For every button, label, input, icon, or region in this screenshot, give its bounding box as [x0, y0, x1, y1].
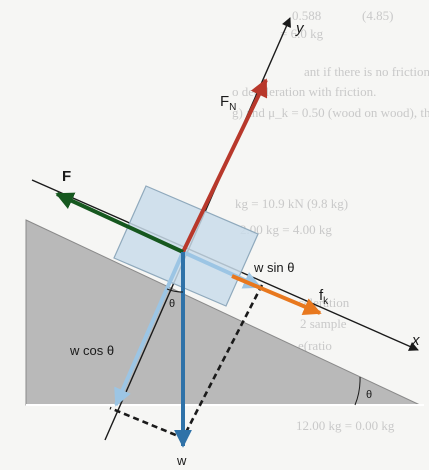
- applied-force-vector: [55, 192, 184, 254]
- bg-text-8: 2.00 kg = 4.00 kg: [240, 222, 332, 237]
- friction-label: fk: [319, 287, 329, 307]
- bg-text-11: e(ratio: [298, 338, 332, 353]
- friction-force-vector: [231, 274, 322, 316]
- bg-text-1: 0.588: [292, 8, 322, 23]
- weight-label: w: [176, 453, 187, 468]
- perpendicular-component-label: w cos θ: [69, 343, 114, 358]
- y-axis-label: y: [295, 20, 305, 37]
- bg-text-3: = 6.0 kg: [280, 26, 324, 41]
- bg-text-10: 2 sample: [300, 316, 347, 331]
- normal-force-vector: [181, 78, 268, 253]
- bg-text-5: o deceleration with friction.: [232, 84, 377, 99]
- x-axis-label: x: [411, 332, 420, 349]
- perpendicular-component-vector: [114, 251, 185, 407]
- bg-text-2: (4.85): [362, 8, 394, 23]
- bg-text-7: kg = 10.9 kN (9.8 kg): [235, 196, 349, 211]
- bg-text-4: ant if there is no friction, a_x = 0 and…: [304, 64, 429, 79]
- bg-text-12: 12.00 kg = 0.00 kg: [296, 418, 395, 433]
- incline-angle-label: θ: [366, 389, 372, 401]
- angle-label-at-weight: θ: [169, 298, 175, 310]
- normal-force-label: FN: [220, 93, 236, 113]
- incline-angle-arc: [354, 376, 361, 406]
- bg-text-6: g) and μ_k = 0.50 (wood on wood), then t…: [232, 105, 429, 120]
- angle-arc-at-weight: [166, 288, 184, 293]
- parallel-component-label: w sin θ: [253, 260, 294, 275]
- applied-force-label: F: [62, 168, 71, 185]
